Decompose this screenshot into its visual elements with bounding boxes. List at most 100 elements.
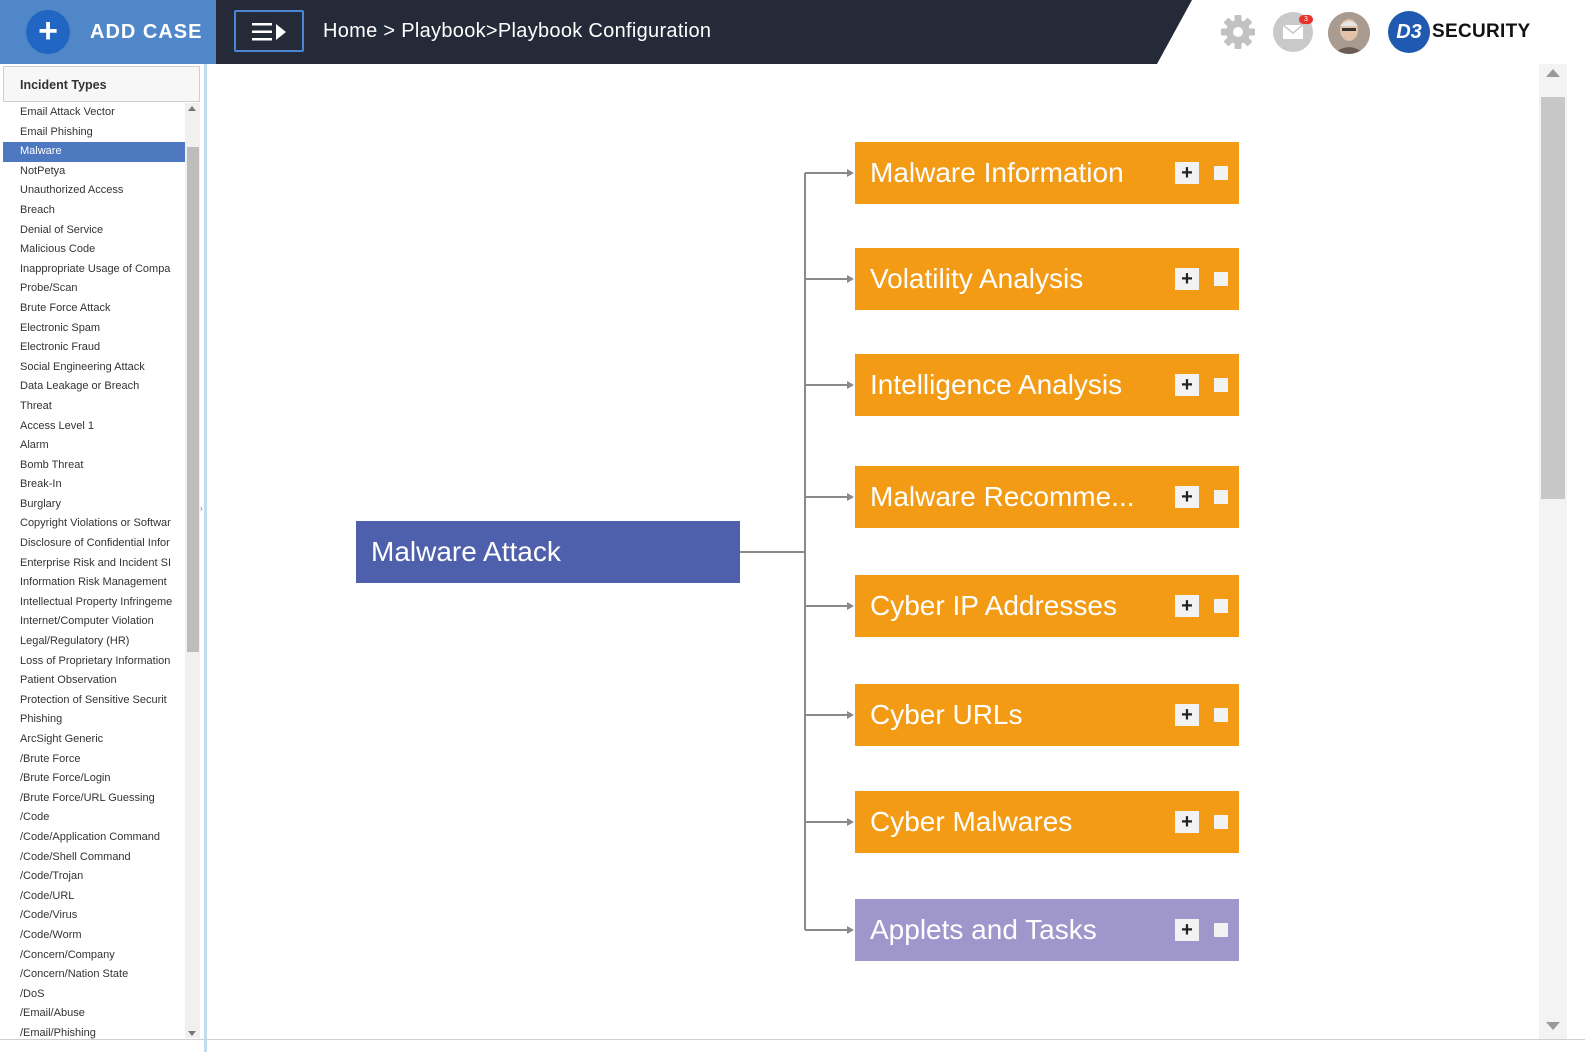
messages-button[interactable]: 3 [1273,12,1313,52]
add-task-button[interactable]: + [1175,595,1199,617]
incident-type-item[interactable]: /Code/Application Command [20,830,161,843]
add-task-button[interactable]: + [1175,811,1199,833]
stage-checkbox[interactable] [1214,815,1228,829]
avatar[interactable] [1328,12,1370,54]
menu-toggle-button[interactable] [234,10,304,52]
incident-type-item[interactable]: Threat [20,399,52,412]
stage-checkbox[interactable] [1214,490,1228,504]
logo-mark: D3 [1388,11,1430,53]
playbook-stage-node[interactable]: Volatility Analysis+ [855,248,1239,310]
incident-type-item[interactable]: Electronic Fraud [20,341,101,354]
incident-type-item[interactable]: Internet/Computer Violation [20,615,154,628]
playbook-stage-node[interactable]: Applets and Tasks+ [855,899,1239,961]
root-node[interactable]: Malware Attack [356,521,740,583]
playbook-stage-node[interactable]: Malware Information+ [855,142,1239,204]
incident-type-item[interactable]: Intellectual Property Infringeme [20,595,173,608]
incident-type-item[interactable]: /Code/Shell Command [20,850,131,863]
incident-type-item[interactable]: Copyright Violations or Softwar [20,517,171,530]
incident-type-item[interactable]: Denial of Service [20,223,104,236]
incident-type-item[interactable]: Information Risk Management [20,576,167,589]
add-task-button[interactable]: + [1175,704,1199,726]
incident-type-item[interactable]: Loss of Proprietary Information [20,654,171,667]
menu-icon [252,23,286,41]
plus-icon: + [26,10,70,54]
incident-type-item[interactable]: /Email/Abuse [20,1007,85,1020]
scroll-up-arrow-icon[interactable] [188,106,196,111]
stage-checkbox[interactable] [1214,599,1228,613]
incident-type-item[interactable]: ArcSight Generic [20,733,104,745]
incident-type-item[interactable]: Unauthorized Access [20,184,124,197]
scroll-up-arrow-icon[interactable] [1546,69,1560,77]
incident-type-item[interactable]: /Brute Force [20,752,81,765]
incident-type-item[interactable]: Social Engineering Attack [20,360,145,373]
stage-checkbox[interactable] [1214,272,1228,286]
stage-checkbox[interactable] [1214,708,1228,722]
incident-type-item[interactable]: Breach [20,203,55,216]
user-avatar-icon [1328,12,1370,54]
incident-type-item[interactable]: Patient Observation [20,674,117,687]
incident-type-item[interactable]: Legal/Regulatory (HR) [20,635,130,648]
incident-type-item[interactable]: /Brute Force/URL Guessing [20,791,155,804]
sidebar-scroll-thumb[interactable] [187,147,199,652]
sidebar-title: Incident Types [3,66,200,102]
settings-button[interactable] [1220,12,1256,52]
add-task-button[interactable]: + [1175,374,1199,396]
add-case-label: ADD CASE [90,20,203,43]
playbook-stage-node[interactable]: Cyber IP Addresses + [855,575,1239,637]
add-task-button[interactable]: + [1175,486,1199,508]
incident-type-item[interactable]: /Code [20,811,50,824]
add-task-button[interactable]: + [1175,919,1199,941]
stage-label: Cyber IP Addresses [870,590,1117,621]
incident-type-item[interactable]: Break-In [20,478,62,491]
incident-type-item[interactable]: Probe/Scan [20,282,78,295]
incident-type-item[interactable]: Email Phishing [20,125,93,138]
incident-type-item[interactable]: Inappropriate Usage of Compa [20,262,171,275]
incident-type-item[interactable]: /Code/Virus [20,909,78,922]
canvas-scroll-thumb[interactable] [1541,97,1565,499]
incident-type-item[interactable]: /Code/URL [20,889,75,902]
incident-type-item[interactable]: /Concern/Nation State [20,968,129,981]
playbook-stage-node[interactable]: Cyber Malwares+ [855,791,1239,853]
incident-type-item[interactable]: Data Leakage or Breach [20,380,140,393]
connector-arrow-icon [847,169,854,177]
canvas-scrollbar[interactable] [1539,64,1567,1040]
stage-label: Intelligence Analysis [870,369,1123,400]
incident-type-item[interactable]: Brute Force Attack [20,301,111,314]
scroll-down-arrow-icon[interactable] [188,1031,196,1036]
stage-checkbox[interactable] [1214,166,1228,180]
incident-type-item[interactable]: Malware [3,142,185,162]
incident-type-item[interactable]: /Email/Phishing [20,1026,96,1039]
sidebar-scrollbar[interactable] [185,103,200,1038]
incident-type-item[interactable]: /DoS [20,987,45,1000]
incident-type-item[interactable]: Phishing [20,713,63,726]
add-task-button[interactable]: + [1175,162,1199,184]
incident-type-item[interactable]: Burglary [20,497,61,510]
incident-type-item[interactable]: /Code/Trojan [20,870,84,883]
add-case-button[interactable]: + ADD CASE [0,0,216,64]
incident-type-item[interactable]: Disclosure of Confidential Infor [20,537,170,550]
collapse-arrow-icon[interactable]: › [200,504,203,513]
playbook-stage-node[interactable]: Intelligence Analysis + [855,354,1239,416]
scroll-down-arrow-icon[interactable] [1546,1022,1560,1030]
incident-type-item[interactable]: /Code/Worm [20,928,82,941]
incident-type-item[interactable]: Malicious Code [20,243,96,256]
incident-type-item[interactable]: Email Attack Vector [20,106,115,118]
logo-text: SECURITY [1432,21,1531,42]
incident-type-item[interactable]: Electronic Spam [20,321,101,334]
connector-arrow-icon [847,818,854,826]
incident-type-item[interactable]: Access Level 1 [20,419,94,432]
incident-type-item[interactable]: Alarm [20,439,49,452]
incident-type-item[interactable]: NotPetya [20,164,66,177]
stage-checkbox[interactable] [1214,378,1228,392]
stage-checkbox[interactable] [1214,923,1228,937]
playbook-stage-node[interactable]: Cyber URLs+ [855,684,1239,746]
connector-arrow-icon [847,711,854,719]
incident-type-item[interactable]: Protection of Sensitive Securit [20,693,167,706]
playbook-stage-node[interactable]: Malware Recomme...+ [855,466,1239,528]
incident-type-item[interactable]: /Brute Force/Login [20,772,111,785]
add-task-button[interactable]: + [1175,268,1199,290]
incident-type-item[interactable]: Enterprise Risk and Incident SI [20,556,172,569]
incident-type-item[interactable]: /Concern/Company [20,948,115,961]
incident-type-item[interactable]: Bomb Threat [20,458,84,471]
